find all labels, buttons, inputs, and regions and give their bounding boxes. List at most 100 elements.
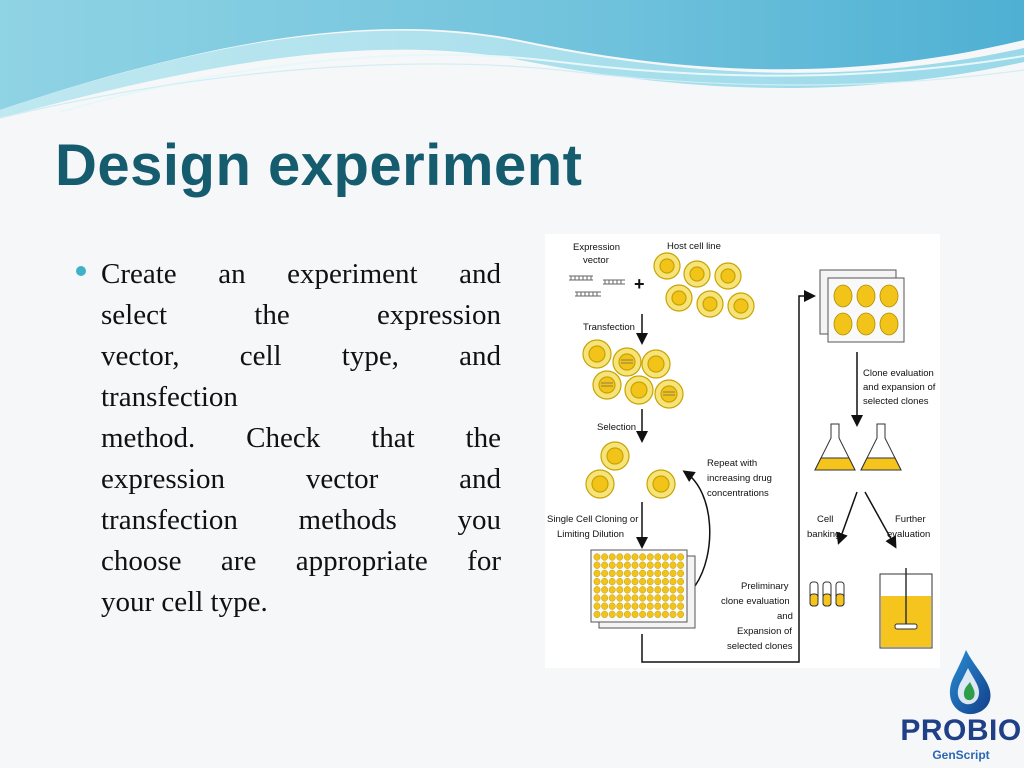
plate-well [624,602,631,610]
plate-well [646,586,654,594]
plate-well [646,594,654,602]
body-line: select the expression [101,299,501,331]
host-cell-line-label: Host cell line [667,241,721,252]
body-line: your cell type. [101,586,268,618]
body-line: transfection [101,381,238,413]
plate-well [662,594,669,602]
plate-well [856,284,876,308]
plate-well [608,569,616,578]
well-plates-24 [819,269,905,343]
plate-well [654,602,662,610]
plate-well [616,561,624,569]
plate-well [601,594,608,602]
plate-well [654,569,662,578]
plate-well [631,569,639,578]
plate-well [654,586,662,594]
plate-well [608,561,616,569]
plate-well [677,553,685,561]
plate-well [593,553,601,561]
plate-well [616,569,624,578]
plate-well [593,569,601,578]
plate-well [669,569,677,578]
plate-well [624,553,631,561]
plate-well [631,594,639,602]
plate-well [616,553,624,561]
plate-well [646,553,654,561]
plate-well [616,610,624,619]
plate-well [677,561,685,569]
shake-flasks [814,423,902,471]
plate-well [593,594,601,602]
plate-well [646,578,654,586]
plate-well [669,586,677,594]
plate-well [639,553,647,561]
plate-well [677,594,685,602]
plate-well [662,569,669,578]
plate-well [593,610,601,619]
prelim-label-2: clone evaluation [721,596,790,607]
probio-logo-icon [949,650,991,715]
plate-well [639,610,647,619]
plate-well [631,586,639,594]
cell-banking-label-2: banking [807,529,840,540]
plate-well [616,578,624,586]
plate-well [677,569,685,578]
plate-well [616,586,624,594]
plate-well [624,610,631,619]
clone-eval-label-2: and expansion of [863,382,936,393]
plate-well [639,578,647,586]
body-line: expression vector and [101,463,501,495]
single-cell-label-1: Single Cell Cloning or [547,514,638,525]
prelim-label-5: selected clones [727,641,793,652]
prelim-label-3: and [777,611,793,622]
plate-well [669,561,677,569]
selected-cells-group [585,441,676,499]
plate-well [601,553,608,561]
plate-well [631,578,639,586]
plate-well [669,578,677,586]
plate-well [624,561,631,569]
plate-well [662,586,669,594]
cell-banking-label-1: Cell [817,514,833,525]
body-text: Create an experiment and select the expr… [101,254,501,623]
plate-well [662,610,669,619]
prelim-label-1: Preliminary [741,581,789,592]
plate-well [654,553,662,561]
slide-title: Design experiment [55,133,583,198]
plate-well [654,561,662,569]
plate-well [646,569,654,578]
host-cells-group [653,252,755,320]
plate-well [669,594,677,602]
plate-well [593,578,601,586]
clone-eval-label-1: Clone evaluation [863,368,934,379]
plate-well [624,569,631,578]
plasmid-dna-icon [569,275,625,297]
plate-well [833,284,853,308]
transfected-cells-group [582,339,684,409]
plate-well [669,602,677,610]
plate-well [646,610,654,619]
further-eval-label-2: evaluation [887,529,930,540]
plate-well [879,284,899,308]
plate-well [601,610,608,619]
body-line: method. Check that the [101,422,501,454]
further-eval-label-1: Further [895,514,926,525]
logo-subtitle: GenScript [932,748,990,762]
repeat-arrow [682,470,711,587]
plate-well [677,586,685,594]
plate-well [608,602,616,610]
body-line: transfection methods you [101,504,501,536]
plate-well [601,561,608,569]
plate-well [677,602,685,610]
plate-well [624,578,631,586]
plate-well [639,602,647,610]
plate-well [608,594,616,602]
plate-well [879,312,899,336]
cell-line-development-diagram: Expression vector + Host cell line Trans… [545,234,940,668]
plate-well [601,569,608,578]
bullet-dot [76,266,86,276]
plate-well [593,586,601,594]
plate-well [677,610,685,619]
plate-well [608,578,616,586]
